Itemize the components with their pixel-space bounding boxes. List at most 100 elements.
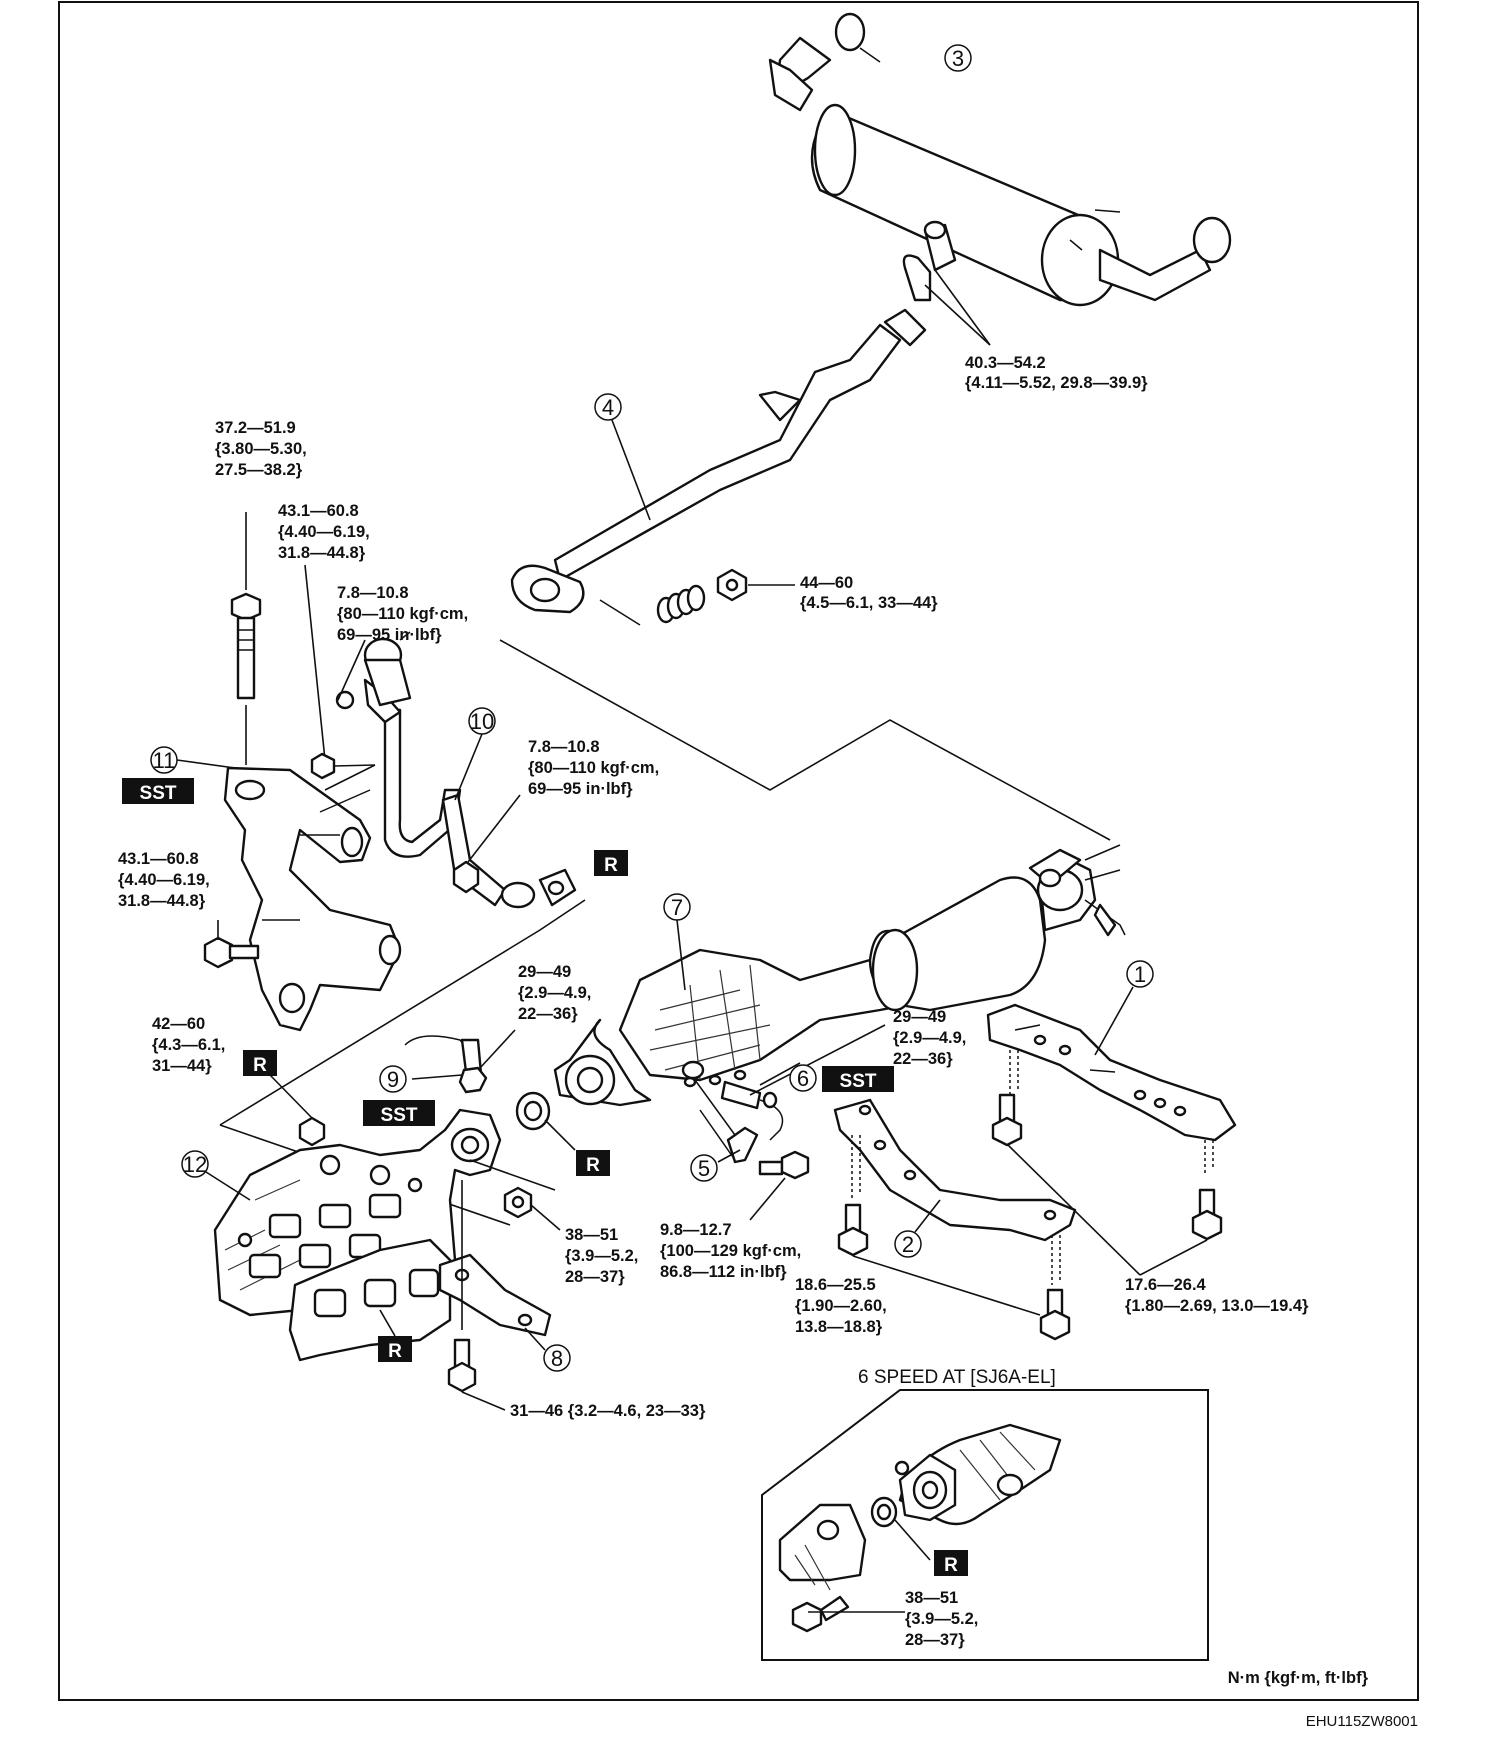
torque-bracket-top-line3: 27.5—38.2}: [215, 461, 303, 479]
callout-10-label: 10: [470, 709, 494, 734]
callout-9: 9: [379, 1065, 407, 1093]
torque-bolt5-line3: 86.8—112 in·lbf}: [660, 1263, 787, 1281]
catalytic-converter-part: [553, 844, 1126, 1107]
r-tag-manifold-nut: R: [243, 1050, 277, 1076]
bracket-nut-part: [310, 752, 336, 780]
torque-manifold-nut-line2: {4.3—6.1,: [152, 1036, 225, 1054]
flange-nut-part: [716, 568, 748, 602]
torque-member1-line2: {1.80—2.69, 13.0—19.4}: [1125, 1297, 1309, 1315]
callout-11-label: 11: [153, 748, 176, 773]
egr-nut-part: [452, 860, 480, 894]
torque-bracket-low-line2: {4.40—6.19,: [118, 871, 210, 889]
member2-bolt-left-part: [837, 1203, 869, 1257]
torque-nut38-line1: 38—51: [565, 1226, 618, 1244]
torque-egr-upper-line2: {80—110 kgf·cm,: [337, 605, 468, 623]
inset-converter-part: [894, 1423, 1062, 1526]
oxygen-sensor-9-part: [404, 1035, 488, 1094]
manifold-gasket-part: [288, 1238, 452, 1362]
engine-bracket-part: [203, 592, 402, 1032]
torque-nut38-line3: 28—37}: [565, 1268, 625, 1286]
torque-manifold-nut-line3: 31—44}: [152, 1057, 212, 1075]
figure-code: EHU115ZW8001: [1306, 1713, 1418, 1730]
torque-manifold-nut-line1: 42—60: [152, 1015, 205, 1033]
torque-bracket-mid-line3: 31.8—44.8}: [278, 544, 366, 562]
callout-4-label: 4: [602, 395, 614, 420]
muffler-part: [768, 12, 1232, 307]
sst-tag-sensor9-label: SST: [381, 1105, 418, 1126]
bracket-8-part: [438, 1253, 552, 1337]
sst-tag-sensor6: SST: [822, 1066, 894, 1092]
torque-units-label: N·m {kgf·m, ft·lbf}: [1228, 1669, 1369, 1687]
callout-11: 11: [150, 746, 178, 774]
inset-title: 6 SPEED AT [SJ6A-EL]: [858, 1367, 1056, 1388]
callout-3-label: 3: [952, 46, 964, 71]
torque-bracket-top-line1: 37.2—51.9: [215, 419, 296, 437]
torque-inset-line3: 28—37}: [905, 1631, 965, 1649]
crossmember-2-part: [833, 1098, 1077, 1242]
long-bolt-part: [230, 592, 262, 700]
torque-sensor6-line1: 29—49: [893, 1008, 946, 1026]
torque-egr-upper-line3: 69—95 in·lbf}: [337, 626, 442, 644]
sst-tag-sensor6-label: SST: [840, 1071, 877, 1092]
callout-5: 5: [690, 1154, 718, 1182]
torque-clamp-line2: {4.11—5.52, 29.8—39.9}: [965, 374, 1148, 392]
callout-5-label: 5: [698, 1156, 710, 1181]
callout-8: 8: [543, 1344, 571, 1372]
callout-2-label: 2: [902, 1232, 914, 1257]
r-tag-egr: R: [594, 850, 628, 876]
r-tag-egr-label: R: [604, 855, 618, 876]
r-tag-manifold-gasket: R: [378, 1336, 412, 1362]
diagram-frame: [58, 1, 1419, 1701]
torque-clamp-line1: 40.3—54.2: [965, 354, 1046, 372]
torque-sensor9-line1: 29—49: [518, 963, 571, 981]
spring-part: [656, 584, 706, 624]
torque-sensor6-line2: {2.9—4.9,: [893, 1029, 966, 1047]
r-tag-inset: R: [934, 1550, 968, 1576]
callout-9-label: 9: [387, 1067, 399, 1092]
callout-12: 12: [181, 1150, 209, 1178]
torque-bracket-top-line2: {3.80—5.30,: [215, 440, 307, 458]
clamp-part: [902, 220, 957, 302]
member1-bolt-right-part: [1191, 1188, 1223, 1241]
inset-bolt-part: [791, 1595, 850, 1633]
torque-bracket-low-line3: 31.8—44.8}: [118, 892, 206, 910]
callout-1-label: 1: [1134, 962, 1146, 987]
callout-6: 6: [789, 1064, 817, 1092]
sst-tag-sensor9: SST: [363, 1100, 435, 1126]
converter-gasket-part: [515, 1091, 551, 1131]
torque-sensor9-line2: {2.9—4.9,: [518, 984, 591, 1002]
callout-8-label: 8: [551, 1346, 563, 1371]
callout-10: 10: [468, 707, 496, 735]
sst-tag-bracket-label: SST: [140, 783, 177, 804]
torque-bracket-mid-line1: 43.1—60.8: [278, 502, 359, 520]
torque-sensor9-line3: 22—36}: [518, 1005, 578, 1023]
crossmember-1-part: [986, 1003, 1237, 1142]
torque-bolt5-line2: {100—129 kgf·cm,: [660, 1242, 801, 1260]
callout-2: 2: [894, 1230, 922, 1258]
callout-7: 7: [663, 893, 691, 921]
torque-flange-nut-line2: {4.5—6.1, 33—44}: [800, 594, 938, 612]
manifold-nut-part: [298, 1116, 326, 1147]
oxygen-sensor-6-part: [681, 1060, 784, 1141]
r-tag-converter: R: [576, 1150, 610, 1176]
torque-egr-lower-line2: {80—110 kgf·cm,: [528, 759, 659, 777]
egr-gasket-part: [538, 868, 577, 907]
torque-bolt5-line1: 9.8—12.7: [660, 1221, 732, 1239]
torque-egr-lower-line1: 7.8—10.8: [528, 738, 600, 756]
r-tag-manifold-gasket-label: R: [388, 1341, 402, 1362]
torque-inset-line2: {3.9—5.2,: [905, 1610, 978, 1628]
member1-bolt-left-part: [991, 1093, 1023, 1147]
callout-6-label: 6: [797, 1066, 809, 1091]
torque-member2-line2: {1.90—2.60,: [795, 1297, 887, 1315]
torque-member1-line1: 17.6—26.4: [1125, 1276, 1207, 1294]
torque-member2-line3: 13.8—18.8}: [795, 1318, 883, 1336]
r-tag-inset-label: R: [944, 1555, 958, 1576]
callout-12-label: 12: [183, 1152, 207, 1177]
torque-bracket-low-line1: 43.1—60.8: [118, 850, 199, 868]
bracket-8-bolt-part: [447, 1338, 477, 1393]
converter-nut-part: [503, 1186, 533, 1219]
inset-pipe-part: [778, 1503, 867, 1591]
sst-tag-bracket: SST: [122, 778, 194, 804]
